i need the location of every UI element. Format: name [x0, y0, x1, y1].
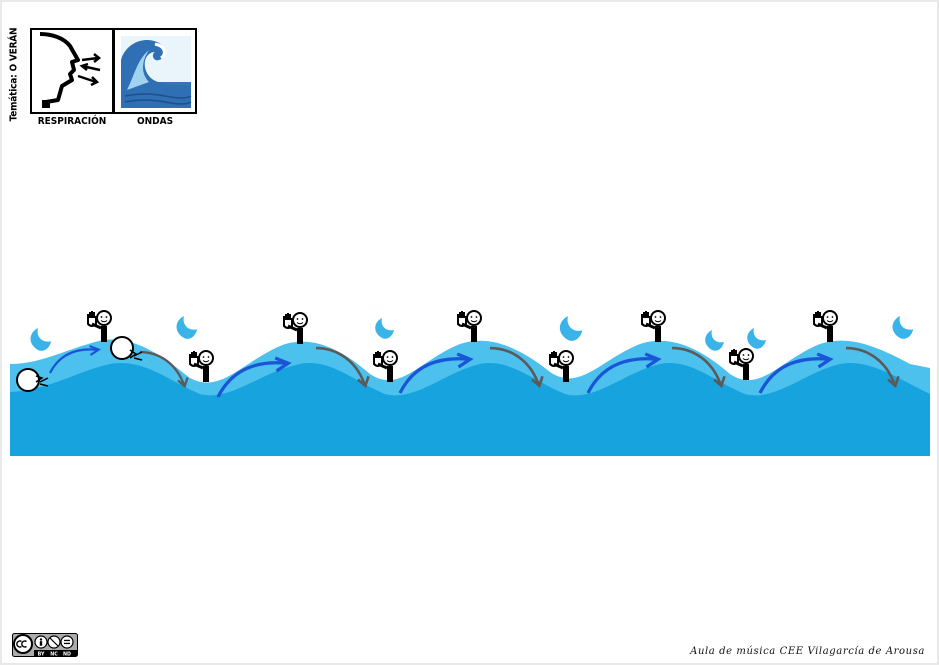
wave-water-dark	[10, 362, 930, 456]
breath-face-icon	[110, 336, 143, 361]
splash-drop-icon	[375, 318, 394, 339]
cc-term-nc: NC	[50, 651, 58, 657]
splash-drop-icon	[30, 328, 52, 351]
header-pictogram-card: Temática: O VERÁN RESPIRACIÓN	[8, 27, 199, 132]
breathing-caption: RESPIRACIÓN	[37, 116, 107, 127]
waves-pictogram	[113, 28, 197, 114]
ocean-wave-icon	[121, 36, 192, 108]
cc-term-by: BY	[38, 651, 45, 657]
swimmer-figure	[282, 311, 309, 346]
wave-illustration	[10, 309, 930, 456]
splash-drop-icon	[559, 316, 583, 341]
splash-drop-icon	[892, 316, 914, 339]
swimmer-figure	[456, 309, 483, 344]
theme-label: Temática: O VERÁN	[8, 27, 20, 121]
splash-drop-icon	[747, 328, 766, 349]
footer-credit: Aula de música CEE Vilagarcía de Arousa	[690, 646, 925, 657]
cc-by-nc-nd-icon: BY NC ND	[12, 633, 78, 657]
swimmer-figure	[372, 349, 399, 384]
waves-caption: ONDAS	[136, 116, 174, 127]
breathing-face-icon	[39, 32, 102, 108]
cc-term-nd: ND	[63, 651, 71, 657]
swimmer-figure	[640, 309, 667, 344]
swimmer-figure	[812, 309, 839, 344]
breath-face-icon	[16, 368, 49, 392]
splash-drop-icon	[705, 330, 724, 351]
splash-drop-icon	[176, 316, 198, 339]
breath-faces	[16, 336, 143, 392]
swimmer-figure	[728, 347, 755, 382]
breathing-pictogram	[30, 28, 114, 114]
swimmer-figure	[188, 349, 215, 384]
swimmer-figure	[86, 309, 113, 344]
